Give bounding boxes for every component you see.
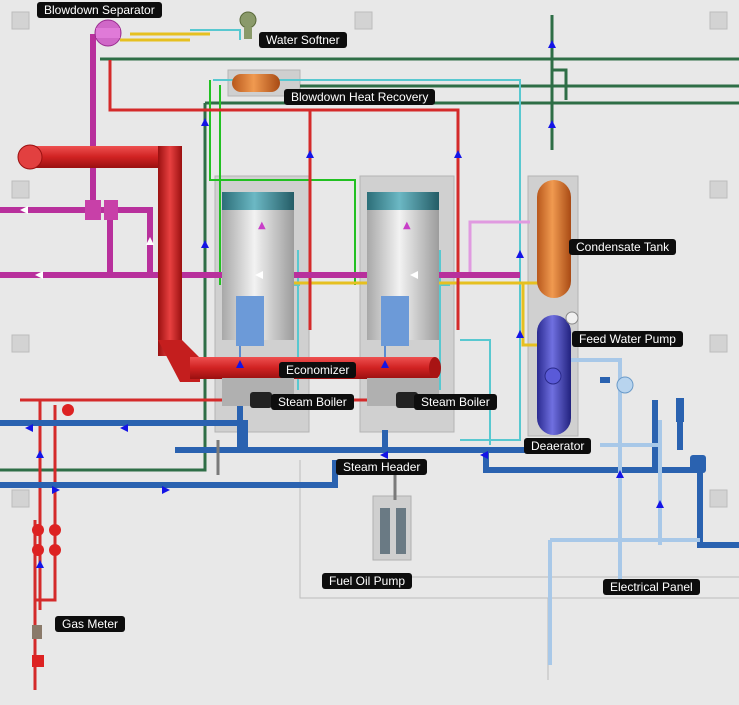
water-softner-label: Water Softner bbox=[259, 32, 347, 48]
condensate-tank bbox=[537, 180, 571, 298]
steam-boiler-2-label: Steam Boiler bbox=[414, 394, 497, 410]
deaerator-label: Deaerator bbox=[524, 438, 591, 454]
svg-text:▲: ▲ bbox=[258, 220, 266, 231]
feed-water-pump-label: Feed Water Pump bbox=[572, 331, 683, 347]
heat-recovery-unit bbox=[232, 74, 280, 92]
vent-line bbox=[455, 222, 530, 275]
steam-header-label: Steam Header bbox=[336, 459, 427, 475]
electrical-wiring bbox=[300, 460, 739, 680]
electrical-panel-label: Electrical Panel bbox=[603, 579, 700, 595]
svg-text:▲: ▲ bbox=[403, 220, 411, 231]
condensate-tank-label: Condensate Tank bbox=[569, 239, 676, 255]
blowdown-heat-recovery-label: Blowdown Heat Recovery bbox=[284, 89, 435, 105]
blowdown-separator-label: Blowdown Separator bbox=[37, 2, 162, 18]
gas-meter-label: Gas Meter bbox=[55, 616, 125, 632]
deaerator-tank bbox=[537, 315, 571, 435]
blowdown-separator bbox=[95, 20, 121, 46]
fuel-oil-pump-label: Fuel Oil Pump bbox=[322, 573, 412, 589]
steam-boiler-1-label: Steam Boiler bbox=[271, 394, 354, 410]
water-softner bbox=[240, 12, 256, 39]
economizer-label: Economizer bbox=[279, 362, 356, 378]
